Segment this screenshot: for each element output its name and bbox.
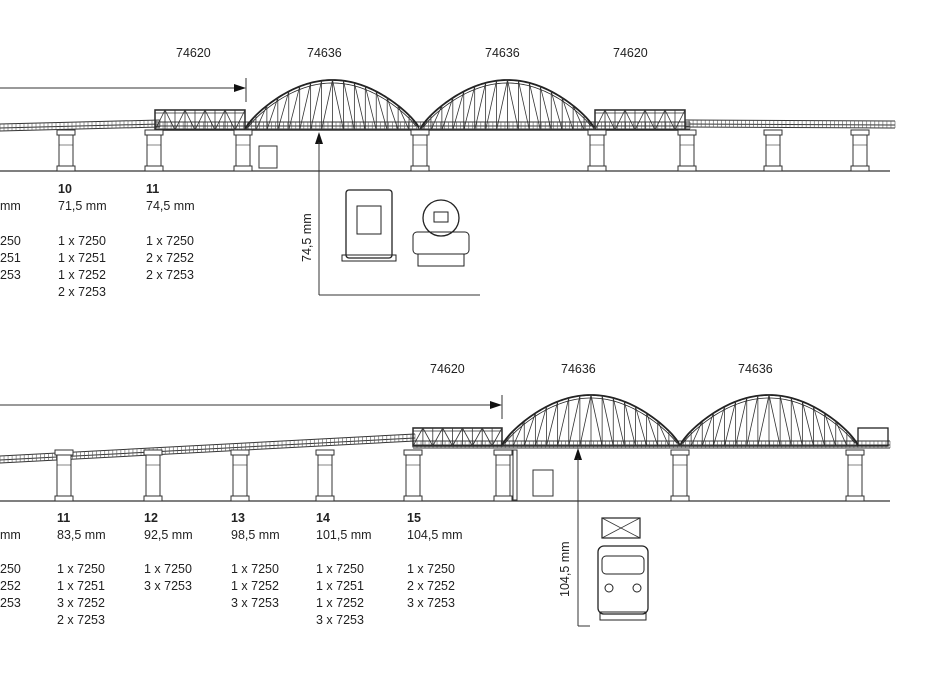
code-74620-right: 74620 <box>613 46 648 60</box>
bridge-pier <box>143 449 163 502</box>
bridge-pier <box>410 129 430 172</box>
small-locomotive-icon <box>258 145 278 169</box>
pier-part: 1 x 7250 <box>144 562 192 576</box>
pantograph-icon <box>601 517 641 539</box>
pier-part: 253 <box>0 268 21 282</box>
pier-part: 1 x 7251 <box>58 251 106 265</box>
pier-part: 1 x 7250 <box>146 234 194 248</box>
pier-part: 250 <box>0 234 21 248</box>
bridge-pier <box>233 129 253 172</box>
pier-part: 1 x 7250 <box>58 234 106 248</box>
code-74636-left: 74636 <box>307 46 342 60</box>
pier-part: 3 x 7253 <box>316 613 364 627</box>
pier-height: 74,5 mm <box>146 199 195 213</box>
pier-part: 2 x 7253 <box>57 613 105 627</box>
bridge-pier <box>845 449 865 502</box>
pier-number: 11 <box>57 511 71 525</box>
bridge-diagram-2 <box>0 394 891 627</box>
pier-part: 2 x 7253 <box>146 268 194 282</box>
bridge-pier <box>493 449 513 502</box>
pier-height: 92,5 mm <box>144 528 193 542</box>
code-74620: 74620 <box>430 362 465 376</box>
bridge-pier <box>403 449 423 502</box>
pier-part: 1 x 7251 <box>316 579 364 593</box>
pier-height: 101,5 mm <box>316 528 372 542</box>
pier-part: 2 x 7252 <box>407 579 455 593</box>
pier-part: 1 x 7250 <box>407 562 455 576</box>
bridge-pier <box>670 449 690 502</box>
clearance-height-label: 74,5 mm <box>300 213 314 262</box>
pier-part: 252 <box>0 579 21 593</box>
pier-part: 1 x 7252 <box>231 579 279 593</box>
pier-number: 11 <box>146 182 160 196</box>
pier-part: 2 x 7253 <box>58 285 106 299</box>
pier-number: 10 <box>58 182 72 196</box>
pier-part: 1 x 7250 <box>316 562 364 576</box>
bridge-pier <box>315 449 335 502</box>
pier-part: 3 x 7253 <box>231 596 279 610</box>
pier-part: 1 x 7252 <box>58 268 106 282</box>
pier-part: 3 x 7253 <box>144 579 192 593</box>
bridge-deck <box>412 440 891 449</box>
catenary-mast-icon <box>512 449 518 501</box>
pier-part: 1 x 7250 <box>57 562 105 576</box>
arch-truss-74636 <box>244 79 421 131</box>
diesel-locomotive-icon <box>345 189 393 259</box>
flat-truss-74620 <box>412 427 503 447</box>
bridge-deck <box>684 119 896 129</box>
code-74620-left: 74620 <box>176 46 211 60</box>
pier-height: mm <box>0 528 21 542</box>
bridge-pier <box>144 129 164 172</box>
arch-truss-74636 <box>679 394 859 447</box>
pier-part: 1 x 7251 <box>57 579 105 593</box>
code-74636-left: 74636 <box>561 362 596 376</box>
pier-part: 253 <box>0 596 21 610</box>
pier-height: 71,5 mm <box>58 199 107 213</box>
bridge-pier <box>850 129 870 172</box>
pier-number: 14 <box>316 511 330 525</box>
bridge-diagram-1 <box>0 78 896 296</box>
bridge-deck <box>0 119 161 132</box>
pier-part: 2 x 7252 <box>146 251 194 265</box>
pier-part: 1 x 7252 <box>316 596 364 610</box>
arch-truss-74636 <box>501 394 681 447</box>
bridge-pier <box>54 449 74 502</box>
pier-part: 3 x 7253 <box>407 596 455 610</box>
bridge-pier <box>677 129 697 172</box>
pier-part: 1 x 7250 <box>231 562 279 576</box>
code-74636-right: 74636 <box>485 46 520 60</box>
pier-height: mm <box>0 199 21 213</box>
bridge-pier <box>230 449 250 502</box>
pier-height: 104,5 mm <box>407 528 463 542</box>
pier-height: 98,5 mm <box>231 528 280 542</box>
pier-number: 13 <box>231 511 245 525</box>
bridge-pier <box>763 129 783 172</box>
code-74636-right: 74636 <box>738 362 773 376</box>
pier-number: 12 <box>144 511 158 525</box>
pier-number: 15 <box>407 511 421 525</box>
arch-truss-74636 <box>419 79 596 131</box>
pier-height: 83,5 mm <box>57 528 106 542</box>
pier-part: 3 x 7252 <box>57 596 105 610</box>
pier-part: 250 <box>0 562 21 576</box>
bridge-pier <box>587 129 607 172</box>
flat-truss-74620 <box>594 109 686 131</box>
bridge-pier <box>56 129 76 172</box>
steam-locomotive-icon <box>422 199 460 237</box>
electric-locomotive-icon <box>597 545 649 615</box>
pier-part: 251 <box>0 251 21 265</box>
flat-truss-74620 <box>154 109 246 131</box>
small-electric-locomotive-icon <box>532 469 554 497</box>
clearance-height-label: 104,5 mm <box>558 541 572 597</box>
